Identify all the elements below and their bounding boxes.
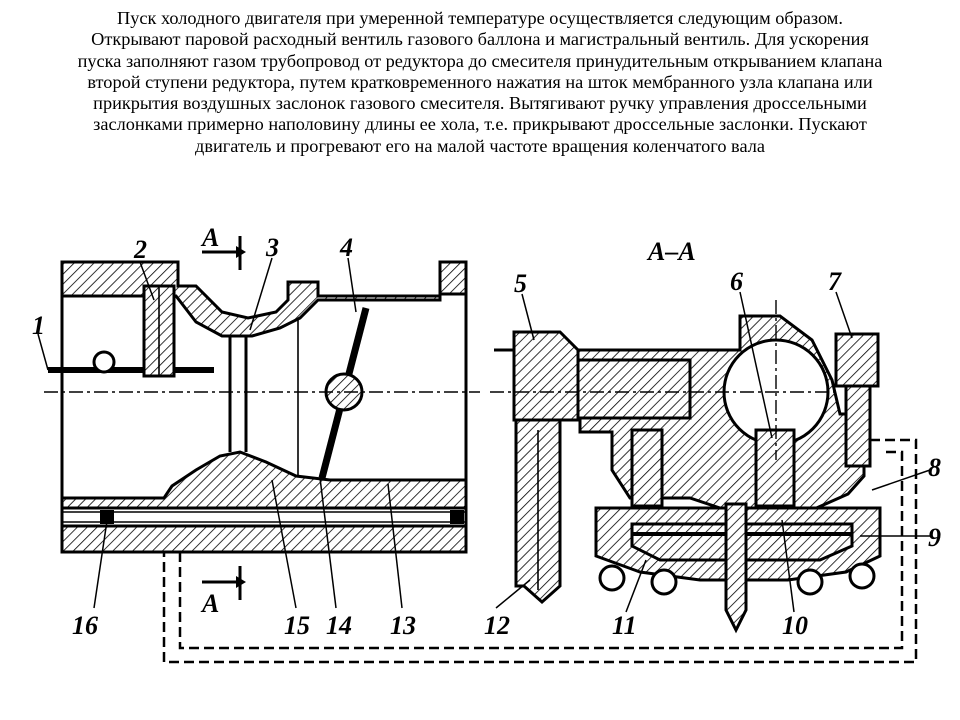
text-line-4: второй ступени редуктора, путем кратковр…	[87, 71, 873, 92]
label-16: 16	[72, 611, 98, 640]
mixer-section: А А	[44, 223, 480, 618]
section-title: А–А	[646, 237, 696, 266]
label-7: 7	[828, 267, 842, 296]
text-line-1: Пуск холодного двигателя при умеренной т…	[117, 8, 843, 28]
text-line-7: двигатель и прогревают его на малой част…	[195, 135, 765, 156]
text-line-6: заслонками примерно наполовину длины ее …	[93, 114, 867, 135]
mixer-base-flange	[60, 524, 468, 554]
label-8: 8	[928, 453, 941, 482]
label-12: 12	[484, 611, 510, 640]
balance-line	[162, 438, 918, 664]
label-2: 2	[133, 235, 147, 264]
screw-7	[834, 332, 880, 388]
mixer-top-wall	[60, 260, 468, 338]
mixer-bottom-wall	[60, 450, 468, 510]
section-a-a: А–А	[162, 237, 918, 664]
label-5: 5	[514, 269, 527, 298]
label-13: 13	[390, 611, 416, 640]
label-9: 9	[928, 523, 941, 552]
label-11: 11	[612, 611, 637, 640]
air-shutter-axle	[92, 350, 116, 374]
text-line-2: Открывают паровой расходный вентиль газо…	[91, 29, 869, 50]
section-mark-top: А	[200, 223, 219, 252]
text-line-5: прикрытия воздушных заслонок газового см…	[93, 93, 867, 114]
label-15: 15	[284, 611, 310, 640]
label-3: 3	[265, 233, 279, 262]
leader-lines	[37, 257, 931, 613]
section-mark-bottom: А	[200, 589, 219, 618]
description-paragraph: Пуск холодного двигателя при умеренной т…	[20, 8, 940, 157]
spindle	[724, 502, 748, 634]
label-6: 6	[730, 267, 743, 296]
label-14: 14	[326, 611, 352, 640]
callout-labels: 1 2 3 4 5 6 7 8 9 10 11 12 13 14 15 16	[32, 233, 941, 640]
label-4: 4	[339, 233, 353, 262]
label-1: 1	[32, 311, 45, 340]
plug-5	[512, 330, 580, 422]
text-line-3: пуска заполняют газом трубопровод от ред…	[77, 50, 883, 71]
label-10: 10	[782, 611, 808, 640]
